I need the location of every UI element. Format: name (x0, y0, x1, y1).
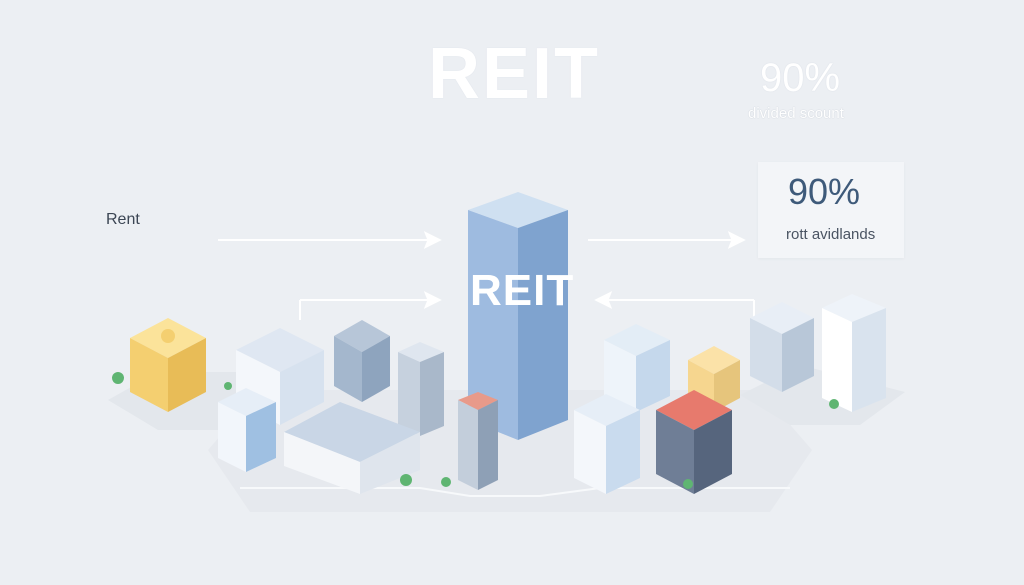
stat-card-label: rott avidlands (786, 226, 876, 243)
flow-arrows (218, 231, 790, 497)
tower-label: REIT (470, 266, 575, 315)
building-glass-front-right (574, 394, 640, 494)
building-grey-left (334, 320, 390, 402)
top-stat-label: divided scount (748, 105, 844, 122)
building-slate (398, 342, 444, 436)
building-low-front (284, 402, 420, 494)
page-title: REIT (428, 34, 601, 114)
building-blue-front (218, 388, 276, 472)
top-stat-value: 90% (760, 56, 841, 100)
building-parking (750, 302, 814, 392)
building-red-slim (458, 392, 498, 490)
building-red-roof (656, 390, 732, 494)
rent-label: Rent (106, 211, 140, 228)
building-glass-right (604, 324, 670, 412)
stat-card (758, 162, 904, 258)
reit-tower (468, 192, 568, 440)
stat-card-value: 90% (788, 171, 861, 212)
ground-path (240, 487, 790, 497)
trees (112, 372, 839, 489)
building-white-right (822, 294, 886, 412)
building-yellow (130, 318, 206, 412)
